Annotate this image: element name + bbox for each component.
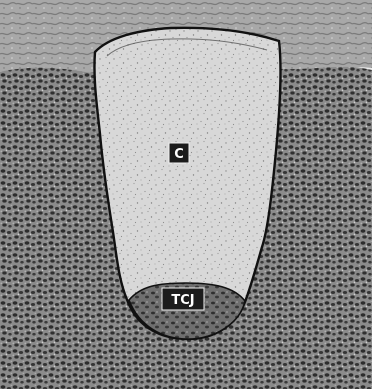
junction-label: TCJ xyxy=(162,288,204,310)
cavity-label-text: C xyxy=(174,147,184,162)
cavity-label: C xyxy=(169,143,189,163)
junction-label-text: TCJ xyxy=(171,293,194,308)
